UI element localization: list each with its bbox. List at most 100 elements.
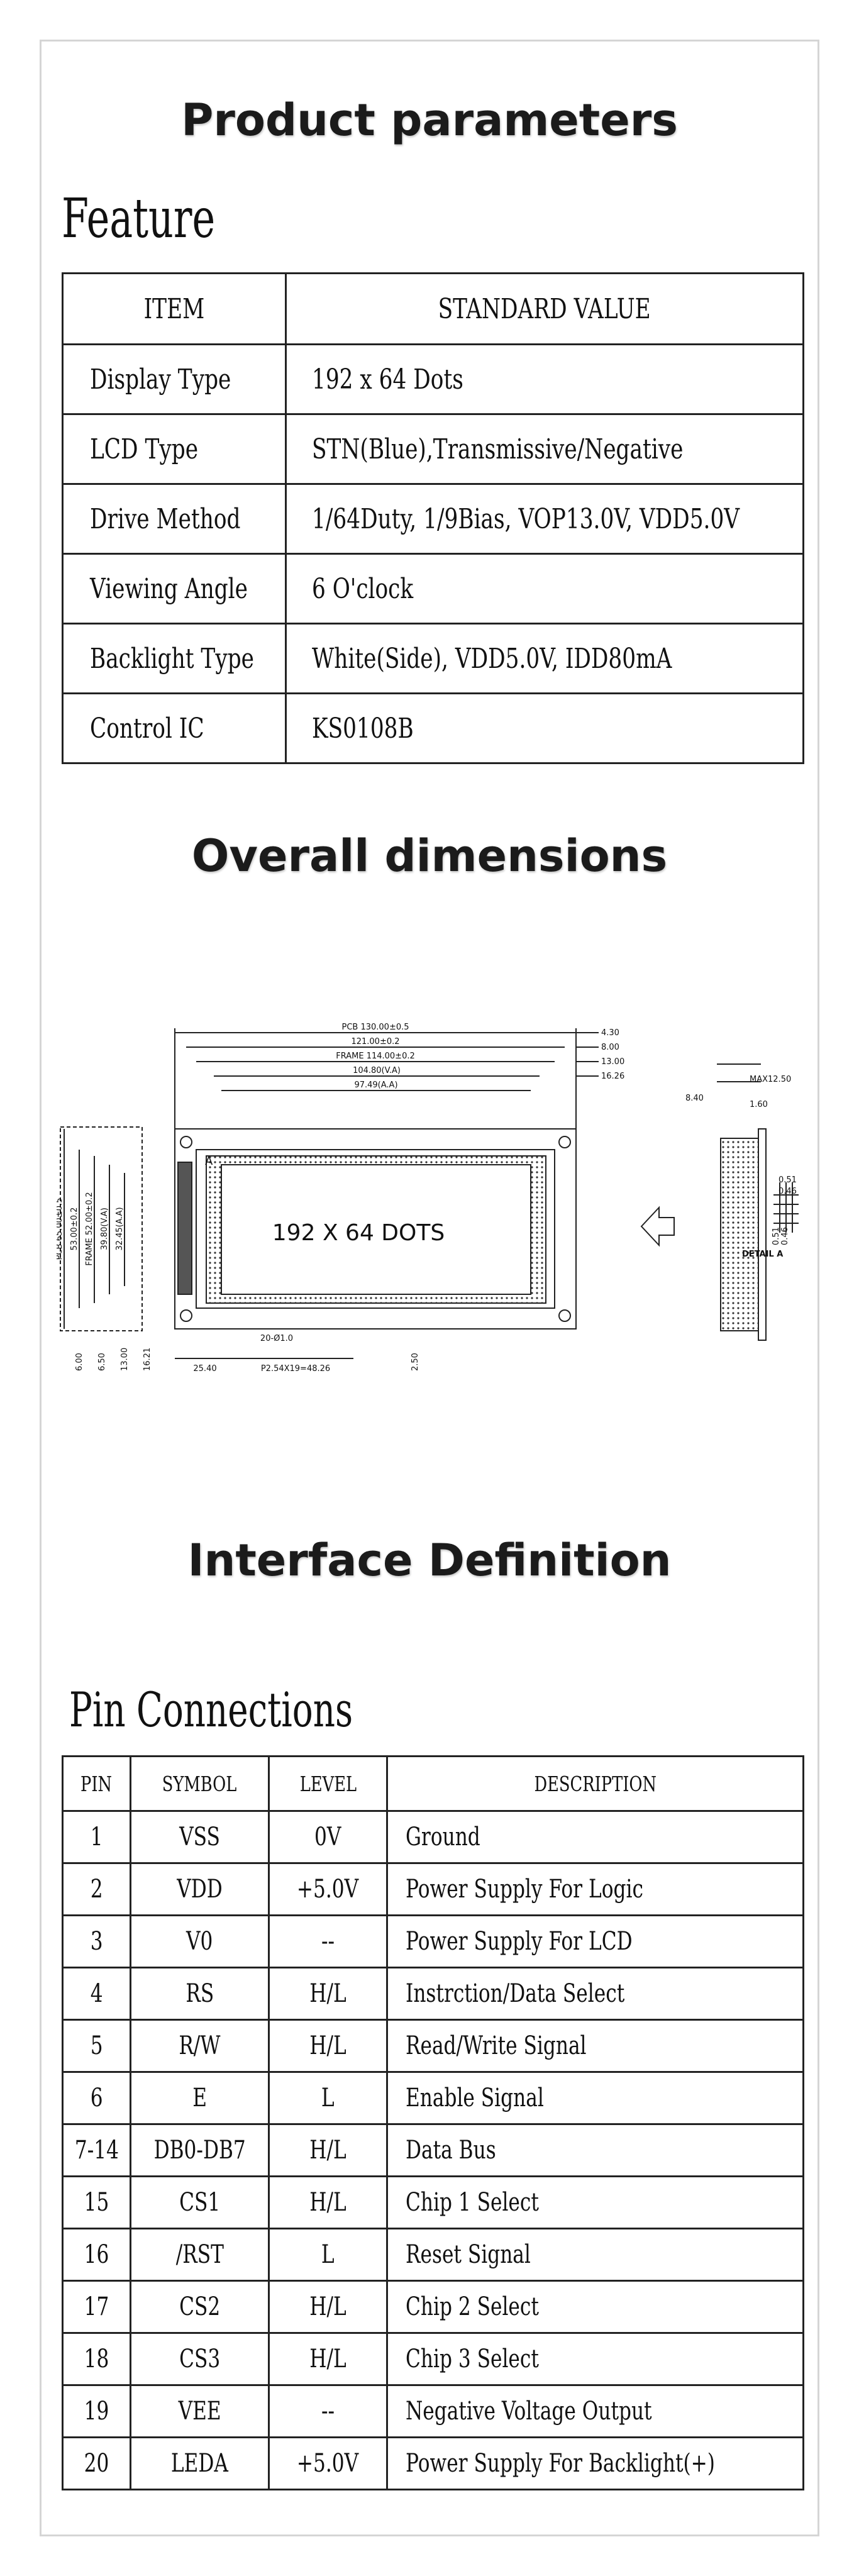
pin-level: L bbox=[268, 2228, 388, 2282]
overall-dimensions-heading: Overall dimensions bbox=[191, 830, 668, 882]
pin-level: +5.0V bbox=[268, 1862, 388, 1916]
feature-value: 192 x 64 Dots bbox=[285, 343, 804, 415]
pin-symbol: LEDA bbox=[130, 2436, 270, 2490]
pin-symbol: /RST bbox=[130, 2228, 270, 2282]
dim-label: 4.30 bbox=[601, 1028, 619, 1038]
dim-label: 25.40 bbox=[193, 1364, 216, 1374]
dim-label: 13.00 bbox=[120, 1348, 130, 1371]
dim-label: FRAME 114.00±0.2 bbox=[336, 1052, 415, 1061]
dim-label: P2.54X19=48.26 bbox=[261, 1364, 330, 1374]
pin-level: H/L bbox=[268, 2123, 388, 2177]
pin-symbol: CS1 bbox=[130, 2175, 270, 2229]
pin-symbol: VSS bbox=[130, 1810, 270, 1864]
dim-label: 0.46 bbox=[779, 1187, 797, 1196]
pin-number: 16 bbox=[62, 2228, 131, 2282]
dim-label: 16.26 bbox=[601, 1072, 624, 1081]
feature-table-header: ITEM STANDARD VALUE bbox=[62, 272, 804, 345]
detail-a-label: DETAIL A bbox=[742, 1250, 783, 1259]
dim-label: 20-Ø1.0 bbox=[260, 1334, 293, 1343]
pin-symbol: CS3 bbox=[130, 2332, 270, 2386]
dim-label: 104.80(V.A) bbox=[353, 1066, 401, 1075]
dim-label: 8.00 bbox=[601, 1043, 619, 1052]
pin-level: H/L bbox=[268, 2019, 388, 2073]
table-row: Viewing Angle 6 O'clock bbox=[62, 553, 804, 625]
table-row: Backlight Type White(Side), VDD5.0V, IDD… bbox=[62, 623, 804, 694]
pin-symbol: CS2 bbox=[130, 2280, 270, 2334]
dim-label: 97.49(A.A) bbox=[354, 1080, 397, 1090]
detail-marker: A bbox=[205, 1155, 213, 1168]
pin-number: 18 bbox=[62, 2332, 131, 2386]
pin-description: Ground bbox=[386, 1810, 804, 1864]
feature-value: STN(Blue),Transmissive/Negative bbox=[285, 413, 804, 485]
pin-description: Reset Signal bbox=[386, 2228, 804, 2282]
dim-label: PCB 65.00±0.5 bbox=[57, 1198, 64, 1260]
pin-description: Chip 1 Select bbox=[386, 2175, 804, 2229]
feature-heading: Feature bbox=[62, 187, 216, 250]
pin-connections-heading: Pin Connections bbox=[69, 1682, 353, 1738]
dim-label: 1.60 bbox=[750, 1100, 768, 1109]
pin-number: 15 bbox=[62, 2175, 131, 2229]
pin-description: Power Supply For Logic bbox=[386, 1862, 804, 1916]
pin-header bbox=[177, 1162, 192, 1295]
pin-description: Power Supply For LCD bbox=[386, 1914, 804, 1968]
pin-symbol: VEE bbox=[130, 2384, 270, 2438]
feature-value: White(Side), VDD5.0V, IDD80mA bbox=[285, 623, 804, 694]
feature-value: 1/64Duty, 1/9Bias, VOP13.0V, VDD5.0V bbox=[285, 483, 804, 555]
dim-label: 32.45(A.A) bbox=[115, 1207, 125, 1250]
dim-label: 39.80(V.A) bbox=[100, 1208, 109, 1250]
side-pcb bbox=[758, 1128, 767, 1341]
detail-a-grid bbox=[773, 1182, 799, 1233]
pin-number: 3 bbox=[62, 1914, 131, 1968]
dim-label: MAX12.50 bbox=[750, 1075, 791, 1084]
pin-symbol: DB0-DB7 bbox=[130, 2123, 270, 2177]
interface-definition-heading: Interface Definition bbox=[187, 1535, 672, 1586]
pcb-outline bbox=[174, 1128, 577, 1330]
dim-label: 8.40 bbox=[685, 1094, 704, 1103]
pin-description: Negative Voltage Output bbox=[386, 2384, 804, 2438]
pin-number: 1 bbox=[62, 1810, 131, 1864]
level-column-header: LEVEL bbox=[268, 1755, 388, 1812]
pin-number: 6 bbox=[62, 2071, 131, 2125]
pin-table-header: PIN SYMBOL LEVEL DESCRIPTION bbox=[62, 1755, 804, 1812]
pin-number: 20 bbox=[62, 2436, 131, 2490]
pin-symbol: E bbox=[130, 2071, 270, 2125]
pin-description: Power Supply For Backlight(+) bbox=[386, 2436, 804, 2490]
pin-number: 17 bbox=[62, 2280, 131, 2334]
mount-hole bbox=[558, 1136, 571, 1148]
pin-number: 4 bbox=[62, 1967, 131, 2021]
symbol-column-header: SYMBOL bbox=[130, 1755, 270, 1812]
pin-symbol: VDD bbox=[130, 1862, 270, 1916]
feature-item: Viewing Angle bbox=[62, 553, 287, 625]
pin-symbol: V0 bbox=[130, 1914, 270, 1968]
dim-label: 2.50 bbox=[411, 1353, 420, 1371]
table-row: LCD Type STN(Blue),Transmissive/Negative bbox=[62, 413, 804, 485]
dim-label: FRAME 52.00±0.2 bbox=[85, 1192, 94, 1265]
page-border bbox=[40, 40, 819, 2536]
pin-level: L bbox=[268, 2071, 388, 2125]
pin-level: H/L bbox=[268, 2280, 388, 2334]
pin-level: +5.0V bbox=[268, 2436, 388, 2490]
item-column-header: ITEM bbox=[62, 272, 287, 345]
mount-hole bbox=[558, 1309, 571, 1322]
dim-label: 6.00 bbox=[75, 1353, 84, 1371]
pin-column-header: PIN bbox=[62, 1755, 131, 1812]
dim-label: 0.51 bbox=[772, 1227, 781, 1245]
dim-label: 16.21 bbox=[143, 1348, 152, 1371]
side-profile bbox=[720, 1138, 759, 1331]
standard-value-column-header: STANDARD VALUE bbox=[285, 272, 804, 345]
feature-value: 6 O'clock bbox=[285, 553, 804, 625]
feature-item: Control IC bbox=[62, 692, 287, 764]
side-bracket bbox=[60, 1126, 143, 1331]
dim-label: 13.00 bbox=[601, 1057, 624, 1067]
feature-value: KS0108B bbox=[285, 692, 804, 764]
dim-label: PCB 130.00±0.5 bbox=[341, 1023, 409, 1032]
